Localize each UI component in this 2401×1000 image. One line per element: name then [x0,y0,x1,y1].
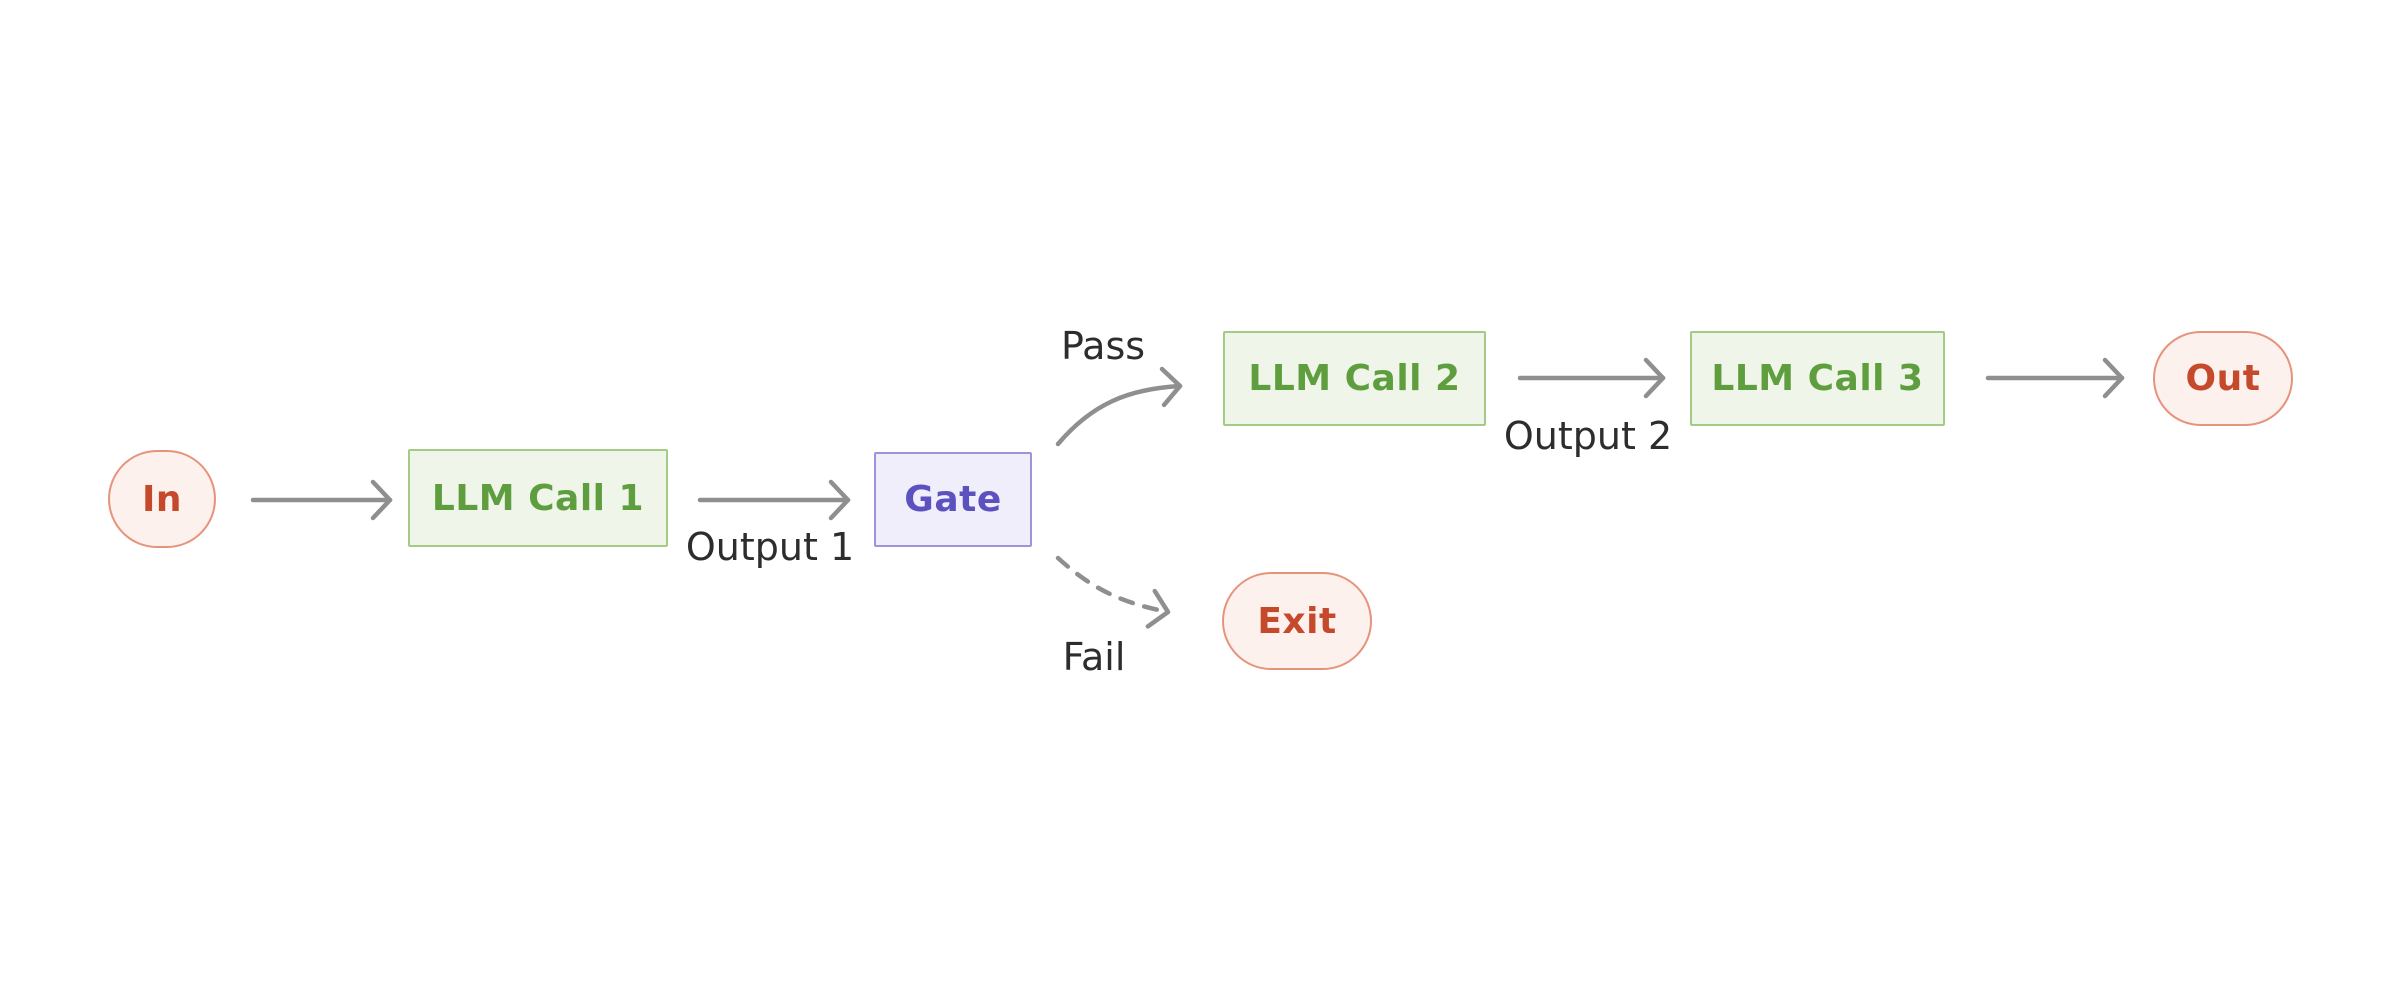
edge-label-fail: Fail [1062,635,1126,679]
node-llm-call-2-label: LLM Call 2 [1248,358,1461,399]
node-gate-label: Gate [904,479,1002,520]
edge-gate-to-llm2-pass [1055,366,1183,447]
node-llm-call-1-label: LLM Call 1 [431,477,645,519]
node-exit: Exit [1222,572,1372,670]
edge-label-pass: Pass [1060,324,1146,368]
edge-label-output-2: Output 2 [1503,414,1673,458]
node-llm-call-3: LLM Call 3 [1690,331,1945,426]
node-in: In [108,450,216,548]
node-exit-label: Exit [1257,600,1337,642]
node-llm-call-3-label: LLM Call 3 [1711,358,1924,399]
node-llm-call-1: LLM Call 1 [408,449,668,547]
edge-gate-to-exit-fail [1055,555,1171,629]
edge-label-output-1: Output 1 [685,525,855,569]
node-out-label: Out [2185,358,2261,399]
node-in-label: In [141,478,183,520]
node-gate: Gate [874,452,1032,547]
node-out: Out [2153,331,2293,426]
node-llm-call-2: LLM Call 2 [1223,331,1486,426]
